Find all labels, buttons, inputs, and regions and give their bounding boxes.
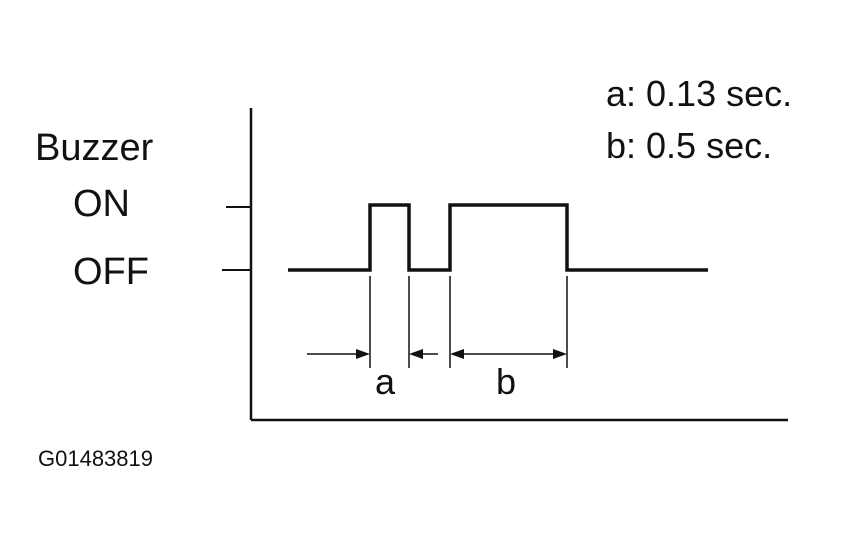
figure-code: G01483819 [38,446,153,471]
signal-label: Buzzer [35,127,154,169]
legend-b: b: 0.5 sec. [606,125,772,166]
dimension-b-arrows [450,349,567,359]
buzzer-waveform [288,203,708,272]
off-label: OFF [73,251,149,293]
dimension-a-label: a [375,361,396,402]
legend-a: a: 0.13 sec. [606,73,792,114]
on-label: ON [73,183,130,225]
dimension-a-arrows [307,349,438,359]
dimension-b-label: b [496,361,516,402]
